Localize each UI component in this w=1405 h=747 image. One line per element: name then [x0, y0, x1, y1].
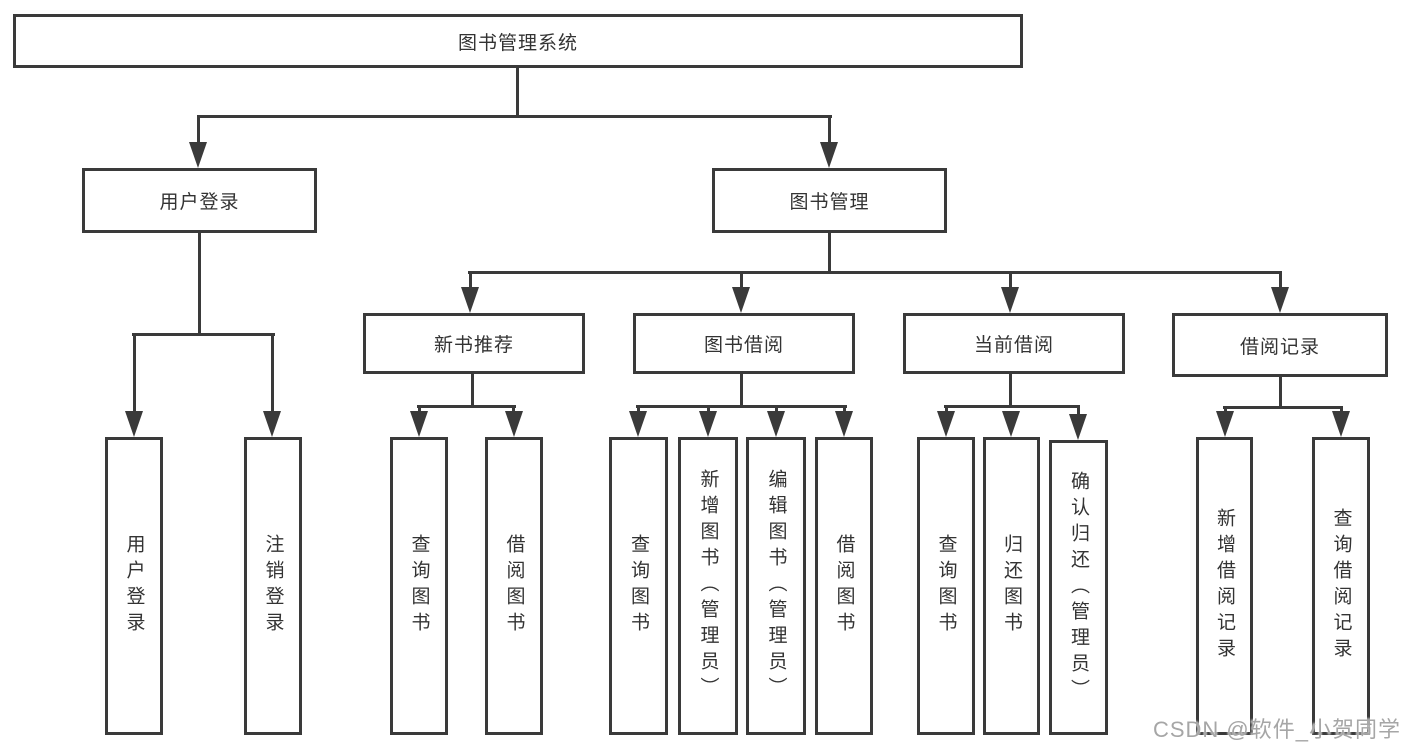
leaf-confirm-return-admin: 确认归还（管理员）: [1049, 440, 1108, 735]
node-current-borrow-label: 当前借阅: [973, 335, 1054, 356]
arrow-down-icon: [461, 287, 479, 313]
node-book-borrow-label: 图书借阅: [703, 335, 784, 356]
leaf-edit-book-admin: 编辑图书（管理员）: [746, 437, 806, 735]
arrow-down-icon: [1001, 287, 1019, 313]
connector-line: [740, 374, 743, 408]
arrow-down-icon: [937, 411, 955, 437]
connector-line: [132, 333, 275, 336]
connector-line: [271, 333, 274, 413]
node-book-mgmt: 图书管理: [712, 168, 947, 233]
node-user-login-label: 用户登录: [159, 192, 240, 213]
connector-line: [197, 115, 200, 145]
connector-line: [471, 374, 474, 408]
leaf-add-borrow-record: 新增借阅记录: [1196, 437, 1253, 735]
leaf-return-book-label: 归还图书: [1001, 534, 1022, 638]
connector-line: [637, 405, 640, 415]
connector-line: [1224, 406, 1227, 414]
leaf-return-book: 归还图书: [983, 437, 1040, 735]
connector-line: [828, 115, 831, 145]
arrow-down-icon: [699, 411, 717, 437]
connector-line: [843, 405, 846, 415]
node-book-mgmt-label: 图书管理: [789, 192, 870, 213]
leaf-query-books-recommend: 查询图书: [390, 437, 448, 735]
leaf-query-books-borrow-label: 查询图书: [628, 534, 649, 638]
leaf-borrow-books-label: 借阅图书: [833, 534, 855, 638]
connector-line: [512, 405, 515, 415]
connector-line: [945, 405, 948, 415]
connector-line: [1340, 406, 1343, 414]
arrow-down-icon: [767, 411, 785, 437]
arrow-down-icon: [1271, 287, 1289, 313]
watermark: CSDN @软件_小贺同学: [1152, 717, 1401, 742]
connector-line: [636, 405, 847, 408]
node-book-borrow: 图书借阅: [633, 313, 855, 374]
leaf-logout: 注销登录: [244, 437, 302, 735]
connector-line: [417, 405, 516, 408]
leaf-borrow-books-recommend-label: 借阅图书: [503, 534, 525, 638]
leaf-borrow-books-recommend: 借阅图书: [485, 437, 543, 735]
leaf-query-books-borrow: 查询图书: [609, 437, 668, 735]
arrow-down-icon: [189, 142, 207, 168]
leaf-query-books-current: 查询图书: [917, 437, 975, 735]
connector-line: [828, 233, 831, 274]
arrow-down-icon: [410, 411, 428, 437]
leaf-add-book-admin: 新增图书（管理员）: [678, 437, 738, 735]
node-borrow-records: 借阅记录: [1172, 313, 1388, 377]
arrow-down-icon: [125, 411, 143, 437]
connector-line: [133, 333, 136, 413]
connector-line: [197, 115, 832, 118]
leaf-user-login: 用户登录: [105, 437, 163, 735]
arrow-down-icon: [1069, 414, 1087, 440]
leaf-query-borrow-record: 查询借阅记录: [1312, 437, 1370, 735]
connector-line: [707, 405, 710, 415]
connector-line: [775, 405, 778, 415]
leaf-confirm-return-admin-label: 确认归还（管理员）: [1068, 470, 1089, 705]
connector-line: [198, 233, 201, 336]
node-root-label: 图书管理系统: [457, 32, 578, 54]
arrow-down-icon: [505, 411, 523, 437]
connector-line: [468, 271, 1282, 274]
node-new-book-recommend: 新书推荐: [363, 313, 585, 374]
arrow-down-icon: [1216, 411, 1234, 437]
connector-line: [740, 271, 743, 291]
leaf-query-books-recommend-label: 查询图书: [408, 534, 430, 638]
connector-line: [516, 68, 519, 117]
leaf-edit-book-admin-label: 编辑图书（管理员）: [765, 469, 787, 703]
connector-line: [1009, 374, 1012, 408]
leaf-borrow-books: 借阅图书: [815, 437, 873, 735]
leaf-logout-label: 注销登录: [262, 534, 284, 638]
connector-line: [418, 405, 421, 415]
arrow-down-icon: [732, 287, 750, 313]
node-user-login: 用户登录: [82, 168, 317, 233]
leaf-user-login-label: 用户登录: [123, 534, 145, 638]
arrow-down-icon: [1332, 411, 1350, 437]
node-borrow-records-label: 借阅记录: [1239, 336, 1320, 358]
connector-line: [944, 405, 1080, 408]
node-current-borrow: 当前借阅: [903, 313, 1125, 374]
leaf-add-book-admin-label: 新增图书（管理员）: [697, 469, 719, 703]
arrow-down-icon: [263, 411, 281, 437]
arrow-down-icon: [1002, 411, 1020, 437]
arrow-down-icon: [835, 411, 853, 437]
leaf-query-borrow-record-label: 查询借阅记录: [1330, 508, 1352, 664]
arrow-down-icon: [629, 411, 647, 437]
connector-line: [1279, 377, 1282, 409]
connector-line: [469, 271, 472, 291]
connector-line: [1279, 271, 1282, 291]
connector-line: [1077, 405, 1080, 415]
leaf-add-borrow-record-label: 新增借阅记录: [1214, 508, 1235, 664]
leaf-query-books-current-label: 查询图书: [935, 534, 957, 638]
connector-line: [1009, 271, 1012, 291]
arrow-down-icon: [820, 142, 838, 168]
node-root: 图书管理系统: [13, 14, 1023, 68]
node-new-book-recommend-label: 新书推荐: [433, 335, 514, 356]
connector-line: [1223, 406, 1343, 409]
